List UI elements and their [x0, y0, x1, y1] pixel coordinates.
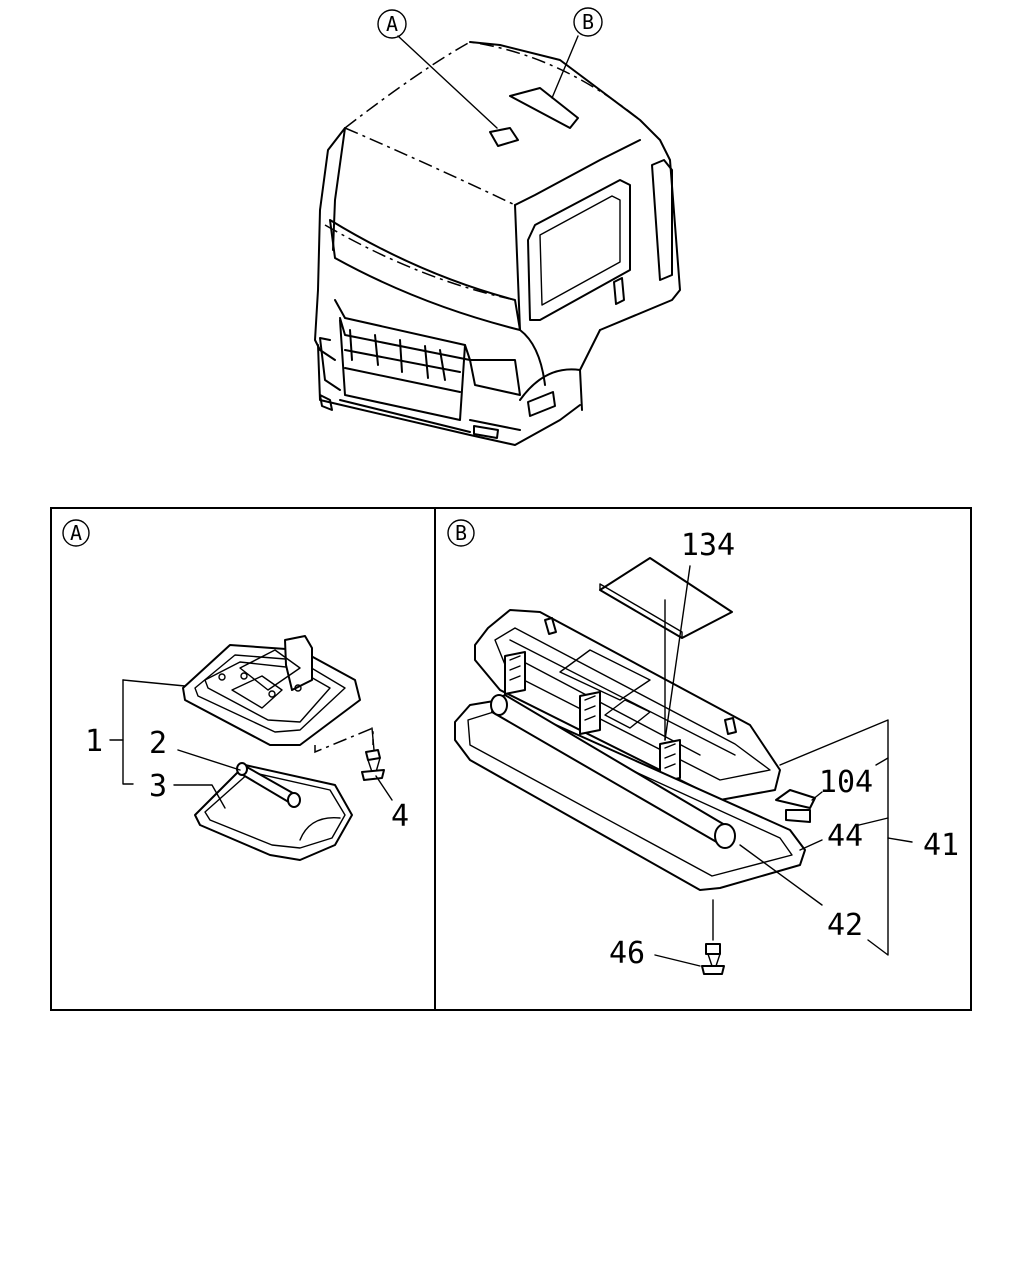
truck-cab-illustration: A B: [314, 7, 681, 446]
overview-callout-a: A: [377, 9, 407, 39]
callout-4: 4: [391, 799, 409, 834]
roof-lamp-b: [509, 87, 579, 129]
callout-46: 46: [609, 936, 645, 971]
dome-lamp-lens: [194, 764, 353, 861]
callout-2: 2: [149, 726, 167, 761]
room-lamp-base: [474, 609, 781, 801]
panel-a-label: A: [70, 521, 82, 545]
screw-a: [361, 727, 385, 781]
callout-42: 42: [827, 908, 863, 943]
callout-134: 134: [681, 528, 735, 563]
callout-44: 44: [827, 819, 863, 854]
panel-b: B: [447, 519, 959, 975]
fluorescent-tube: [490, 694, 736, 849]
callout-3: 3: [149, 769, 167, 804]
detail-frame: [50, 507, 972, 1011]
overview-callout-b: B: [573, 7, 603, 37]
panel-b-label: B: [455, 521, 467, 545]
overview-callout-a-text: A: [386, 12, 398, 36]
callout-104: 104: [819, 765, 873, 800]
dome-lamp-bulb: [236, 762, 301, 808]
screw-b: [701, 899, 725, 975]
overview-callout-b-text: B: [582, 10, 594, 34]
label-plate: [599, 557, 733, 639]
panel-a: A: [62, 519, 409, 861]
connector: [775, 789, 816, 823]
dome-lamp-housing: [182, 635, 361, 746]
callout-1: 1: [85, 724, 103, 759]
callout-41: 41: [923, 828, 959, 863]
roof-lamp-a: [489, 127, 519, 147]
